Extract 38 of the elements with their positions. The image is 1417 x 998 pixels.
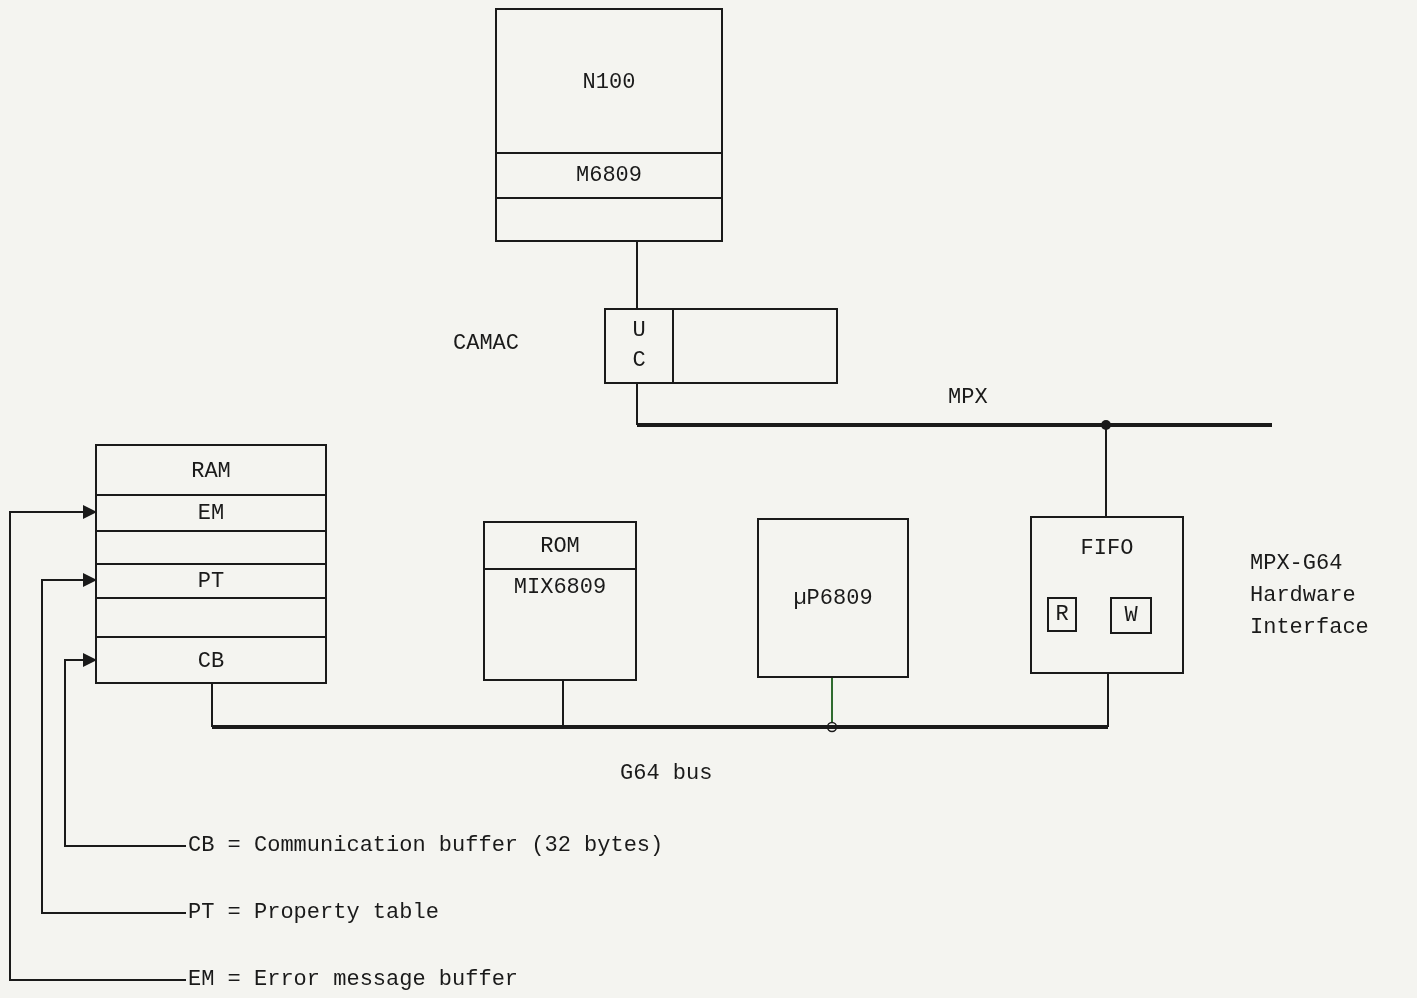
block-label: U C (632, 317, 646, 375)
block-label: M6809 (576, 163, 642, 188)
block-label: CB (197, 648, 225, 674)
block-label: EM (197, 500, 225, 526)
block-label: N100 (582, 69, 636, 95)
block-label: RAM (191, 458, 231, 484)
connector-line (636, 241, 638, 311)
leader-arrow (9, 505, 187, 981)
connector-line (562, 680, 564, 728)
block-label: FIFO (1080, 535, 1134, 561)
connector-line (636, 381, 638, 426)
block-box (1047, 597, 1077, 632)
block-label: MIX6809 (513, 574, 607, 600)
connector-line (1101, 420, 1111, 517)
block-box (483, 521, 637, 681)
connector-line (211, 683, 213, 728)
block-caption: CAMAC (453, 330, 520, 358)
connector-line (1107, 673, 1109, 728)
block-box (495, 8, 723, 242)
legend-text: CB = Communication buffer (32 bytes) (188, 830, 664, 862)
block-box (757, 518, 909, 678)
bus-label: G64 bus (620, 760, 714, 788)
legend-text: EM = Error message buffer (188, 964, 519, 996)
block-box (1110, 597, 1152, 634)
legend-text: PT = Property table (188, 897, 439, 929)
block-caption: MPX-G64 Hardware Interface (1250, 550, 1370, 642)
block-label: W (1124, 603, 1138, 628)
connector-line (826, 677, 838, 733)
block-box (1030, 516, 1184, 674)
block-label: R (1055, 602, 1069, 627)
block-box (604, 308, 838, 384)
bus-label: MPX (948, 384, 989, 412)
block-label: µP6809 (793, 585, 873, 611)
block-box (95, 444, 327, 684)
leader-arrow (41, 573, 187, 914)
leader-arrow (64, 653, 187, 847)
block-label: PT (197, 568, 225, 594)
block-label: ROM (540, 534, 580, 559)
